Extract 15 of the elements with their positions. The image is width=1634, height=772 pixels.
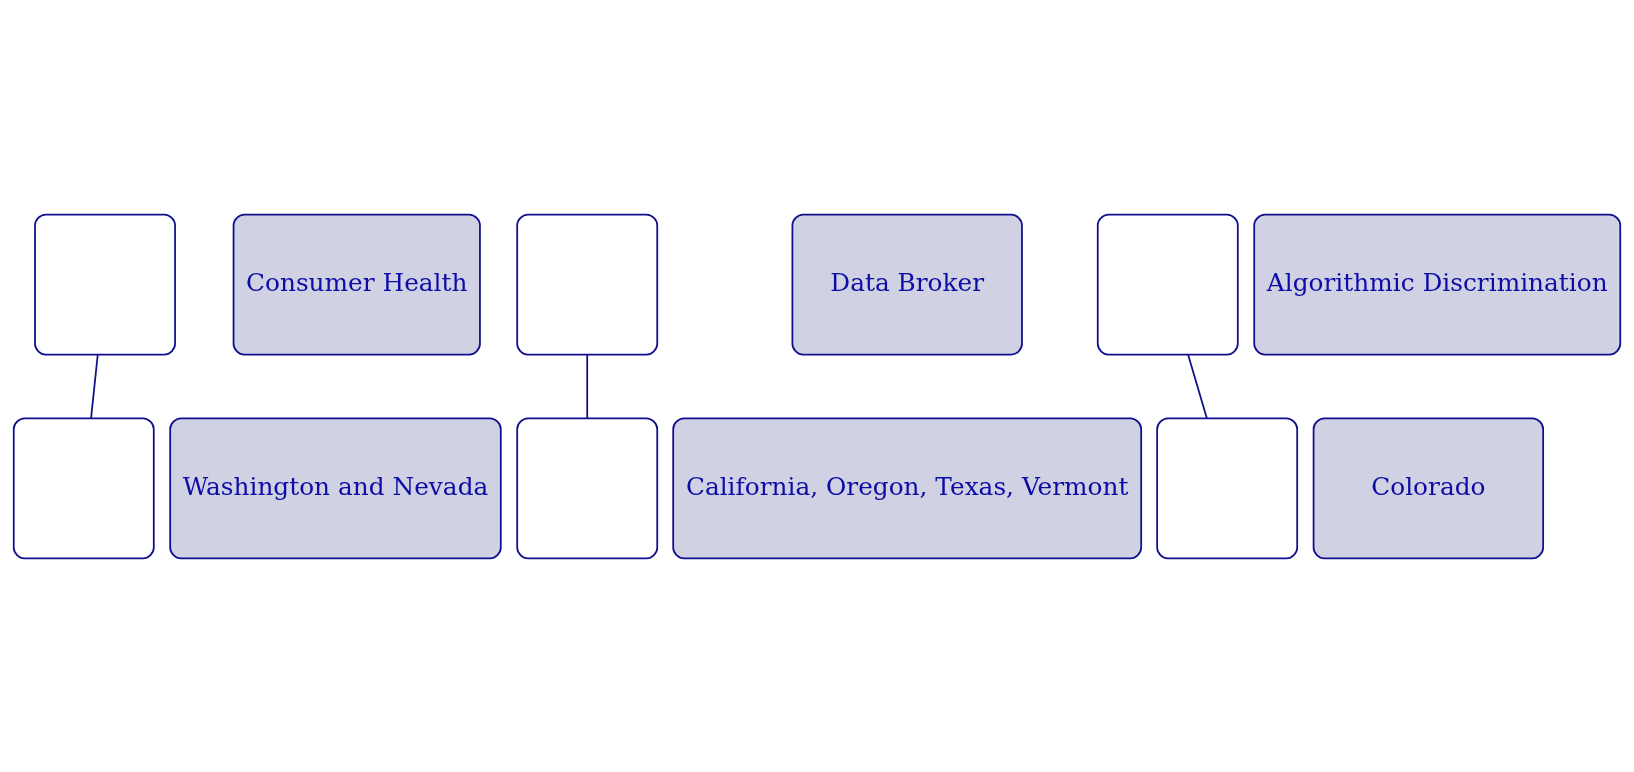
node-box bbox=[12, 417, 155, 559]
node-box bbox=[516, 213, 659, 355]
node-box: Colorado bbox=[1312, 417, 1545, 559]
node-box: Algorithmic Discrimination bbox=[1253, 213, 1622, 355]
node-box: Washington and Nevada bbox=[169, 417, 502, 559]
node-box bbox=[1156, 417, 1299, 559]
node-box bbox=[34, 213, 176, 355]
node-box: Consumer Health bbox=[232, 213, 481, 355]
node-box bbox=[516, 417, 659, 559]
connector bbox=[90, 353, 99, 419]
node-box: Data Broker bbox=[791, 213, 1023, 355]
connector bbox=[586, 353, 589, 419]
node-box: California, Oregon, Texas, Vermont bbox=[672, 417, 1143, 559]
connector bbox=[1187, 353, 1208, 419]
node-box bbox=[1096, 213, 1239, 355]
